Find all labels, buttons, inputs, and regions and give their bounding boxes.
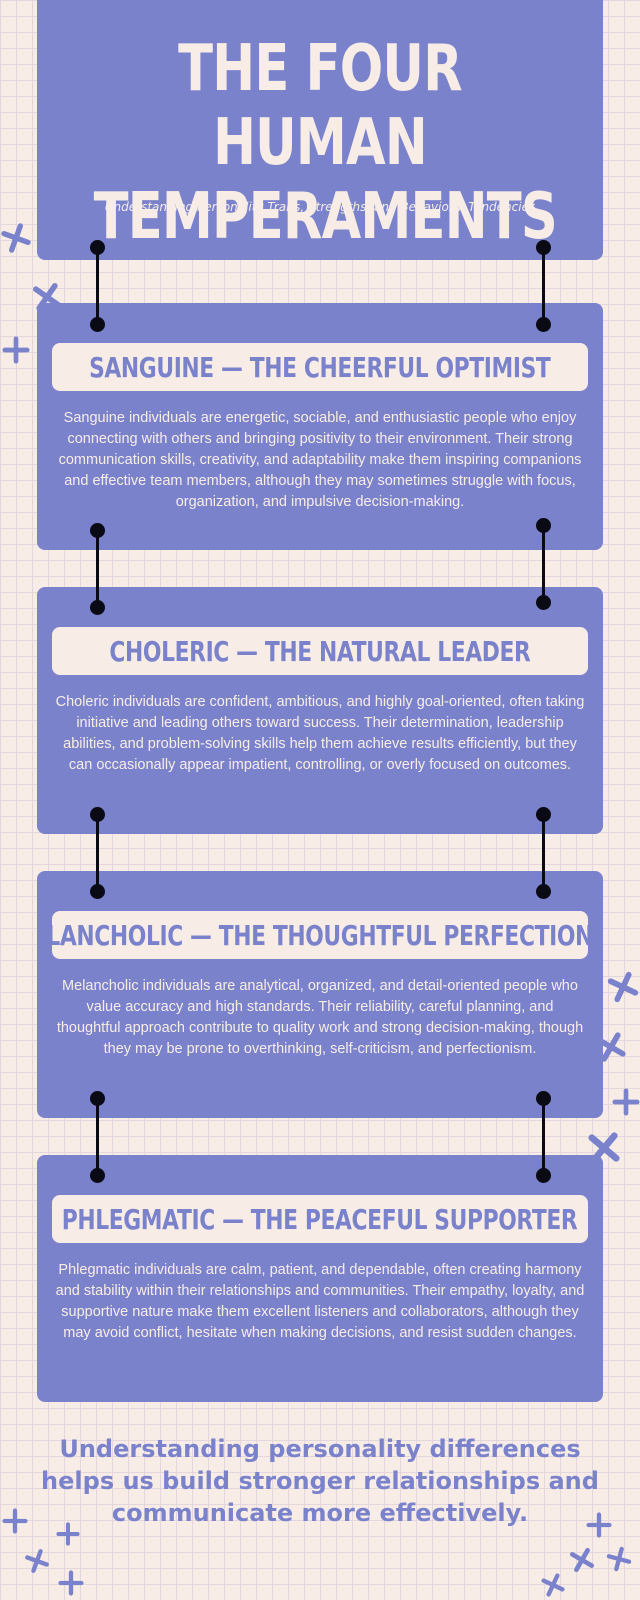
- connector-line: [542, 1098, 545, 1176]
- section-card-melancholic: MELANCHOLIC — THE THOUGHTFUL PERFECTIONI…: [37, 871, 603, 1118]
- connector-dot: [90, 807, 105, 822]
- connector-line: [96, 814, 99, 892]
- sparkle-icon: [58, 1570, 84, 1596]
- sparkle-icon: [1, 223, 31, 253]
- connector-dot: [90, 1091, 105, 1106]
- section-title-box: CHOLERIC — THE NATURAL LEADER: [52, 627, 588, 675]
- connector-line: [542, 525, 545, 603]
- connector-dot: [536, 317, 551, 332]
- connector-dot: [90, 1168, 105, 1183]
- connector-dot: [536, 884, 551, 899]
- footer-text: Understanding personality differences he…: [41, 1435, 599, 1527]
- section-card-choleric: CHOLERIC — THE NATURAL LEADER Choleric i…: [37, 587, 603, 834]
- section-title: SANGUINE — THE CHEERFUL OPTIMIST: [89, 350, 551, 384]
- connector-dot: [90, 523, 105, 538]
- section-title-box: SANGUINE — THE CHEERFUL OPTIMIST: [52, 343, 588, 391]
- connector-line: [96, 530, 99, 608]
- connector-dot: [90, 884, 105, 899]
- connector-dot: [536, 595, 551, 610]
- sparkle-icon: [612, 1088, 640, 1116]
- connector-dot: [536, 807, 551, 822]
- section-body: Melancholic individuals are analytical, …: [56, 978, 584, 1057]
- sparkle-icon: [56, 1522, 80, 1546]
- section-title: PHLEGMATIC — THE PEACEFUL SUPPORTER: [62, 1202, 578, 1236]
- section-title: MELANCHOLIC — THE THOUGHTFUL PERFECTIONI…: [52, 918, 588, 952]
- connector-line: [96, 247, 99, 325]
- connector-dot: [536, 1168, 551, 1183]
- section-card-phlegmatic: PHLEGMATIC — THE PEACEFUL SUPPORTER Phle…: [37, 1155, 603, 1402]
- connector-line: [96, 1098, 99, 1176]
- connector-dot: [90, 600, 105, 615]
- sparkle-icon: [596, 1032, 626, 1062]
- page-subtitle: Understanding Personality Traits, Streng…: [104, 200, 536, 214]
- header-panel: THE FOUR HUMAN TEMPERAMENTS Understandin…: [37, 0, 603, 260]
- connector-dot: [536, 240, 551, 255]
- section-body: Choleric individuals are confident, ambi…: [55, 694, 585, 773]
- section-body: Phlegmatic individuals are calm, patient…: [55, 1262, 585, 1341]
- sparkle-icon: [607, 971, 639, 1003]
- sparkle-icon: [25, 1549, 49, 1573]
- sparkle-icon: [569, 1547, 595, 1573]
- connector-line: [542, 247, 545, 325]
- section-body: Sanguine individuals are energetic, soci…: [58, 410, 582, 510]
- connector-dot: [90, 317, 105, 332]
- sparkle-icon: [586, 1512, 612, 1538]
- connector-dot: [536, 518, 551, 533]
- section-title-box: MELANCHOLIC — THE THOUGHTFUL PERFECTIONI…: [52, 911, 588, 959]
- section-title: CHOLERIC — THE NATURAL LEADER: [109, 634, 531, 668]
- connector-dot: [536, 1091, 551, 1106]
- sparkle-icon: [541, 1573, 565, 1597]
- sparkle-icon: [2, 1508, 28, 1534]
- connector-dot: [90, 240, 105, 255]
- connector-line: [542, 814, 545, 892]
- sparkle-icon: [606, 1546, 632, 1572]
- section-card-sanguine: SANGUINE — THE CHEERFUL OPTIMIST Sanguin…: [37, 303, 603, 550]
- sparkle-icon: [2, 336, 30, 364]
- page-title: THE FOUR HUMAN TEMPERAMENTS: [93, 32, 558, 254]
- section-title-box: PHLEGMATIC — THE PEACEFUL SUPPORTER: [52, 1195, 588, 1243]
